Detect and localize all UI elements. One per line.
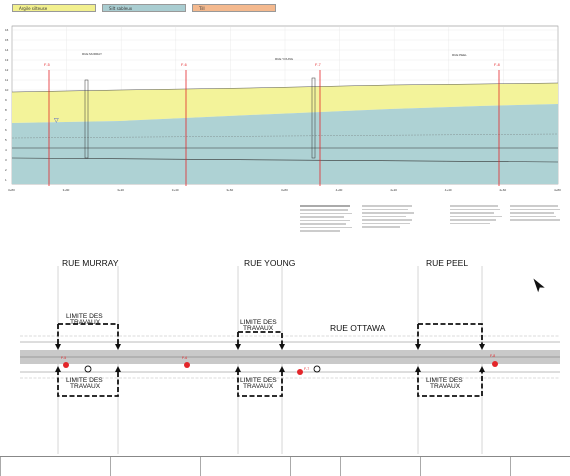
chainage-tick-label: 3+90 [63,188,70,192]
elevation-tick-label: 2 [5,168,7,172]
profile-street-label: RUE PEEL [452,53,467,57]
chainage-tick-label: 4+80 [554,188,561,192]
limit-label: TRAVAUX [243,383,274,390]
elevation-tick-label: 9 [5,98,7,102]
limit-label: TRAVAUX [243,325,274,332]
manhole [84,79,89,159]
borehole-label: F-6 [181,63,187,67]
manhole [311,77,316,159]
title-block-cell [200,457,290,476]
borehole-label: F-5 [44,63,50,67]
elevation-tick-label: 4 [5,148,7,152]
work-limits [57,323,483,397]
borehole-marker [184,362,190,368]
borehole-marker [63,362,69,368]
title-block-cell [110,457,200,476]
elevation-tick-label: 14 [5,48,9,52]
title-block [0,456,570,476]
limit-label: LIMITE DES [66,377,103,384]
notes-column [510,203,565,223]
borehole-lines [48,70,500,186]
elevation-tick-label: 7 [5,118,7,122]
limit-arrows [55,344,485,372]
chainage-tick-label: 4+20 [390,188,397,192]
silt-layer [12,104,558,184]
borehole-label: F-6 [182,356,187,360]
elevation-tick-label: 5 [5,138,7,142]
title-block-cell [510,457,570,476]
limit-label: TRAVAUX [430,383,461,390]
borehole-label: F-7 [304,367,309,371]
site-plan: RUE MURRAY RUE YOUNG RUE PEEL RUE OTTAWA… [20,258,560,454]
clay-layer [12,83,558,123]
limit-label: LIMITE DES [240,319,277,326]
legend-label: Silt sableux [109,5,133,11]
legend-item-silt: Silt sableux [102,4,186,12]
borehole-label: F-8 [490,354,495,358]
manhole-symbol [313,365,321,373]
elevation-tick-label: 15 [5,38,9,42]
elevation-tick-label: 6 [5,128,7,132]
title-block-cell [0,457,110,476]
elevation-tick-label: 10 [5,88,9,92]
borehole-marker [297,369,303,375]
borehole-label: F-7 [315,63,321,67]
profile-street-label: RUE MURRAY [82,52,102,56]
borehole-marker [492,361,498,367]
water-table-icon: ▽ [54,117,59,124]
street-label-peel: RUE PEEL [426,258,468,268]
chainage-tick-label: 4+00 [336,188,343,192]
road-edges [20,341,560,373]
notes-column [362,203,417,230]
limit-label: LIMITE DES [66,313,103,320]
legend-item-clay: Argile silteuse [12,4,96,12]
limit-label: TRAVAUX [70,383,101,390]
limit-label: TRAVAUX [70,319,101,326]
street-label-murray: RUE MURRAY [62,258,119,268]
chainage-tick-label: 4+40 [445,188,452,192]
road-edges [20,335,560,379]
elevation-tick-label: 12 [5,68,9,72]
borehole-label: F-8 [494,63,500,67]
chainage-tick-label: 3+20 [117,188,124,192]
street-label-young: RUE YOUNG [244,258,295,268]
north-arrow-icon [533,278,545,293]
borehole-label: F-5 [61,356,66,360]
chainage-tick-label: 4+60 [499,188,506,192]
chainage-tick-label: 3+40 [172,188,179,192]
limit-label: LIMITE DES [240,377,277,384]
plan-boreholes [63,361,498,375]
chainage-tick-label: 3+60 [226,188,233,192]
elevation-tick-label: 16 [5,28,9,32]
limit-label: LIMITE DES [426,377,463,384]
general-notes [0,203,570,253]
title-block-cell [340,457,420,476]
title-block-cell [420,457,510,476]
manhole-symbol [84,365,92,373]
notes-column [300,203,355,234]
legend: Argile silteuse Silt sableux Till [12,4,276,13]
street-label-ottawa: RUE OTTAWA [330,323,386,333]
legend-label: Till [199,5,205,11]
pipe-line [11,147,559,163]
legend-label: Argile silteuse [19,5,48,11]
elevation-tick-label: 13 [5,58,9,62]
notes-column [450,203,505,226]
legend-item-till: Till [192,4,276,12]
chainage-tick-label: 3+80 [8,188,15,192]
elevation-tick-label: 11 [5,78,8,82]
elevation-tick-label: 8 [5,108,7,112]
pipe-line [11,133,559,139]
elevation-tick-label: 1 [5,178,7,182]
chainage-tick-label: 3+80 [281,188,288,192]
soil-profile: F-5 F-6 F-7 F-8 RUE MURRAY RUE YOUNG RUE… [5,25,561,192]
elevation-tick-label: 3 [5,158,7,162]
title-block-cell [290,457,340,476]
profile-street-label: RUE YOUNG [275,57,294,61]
